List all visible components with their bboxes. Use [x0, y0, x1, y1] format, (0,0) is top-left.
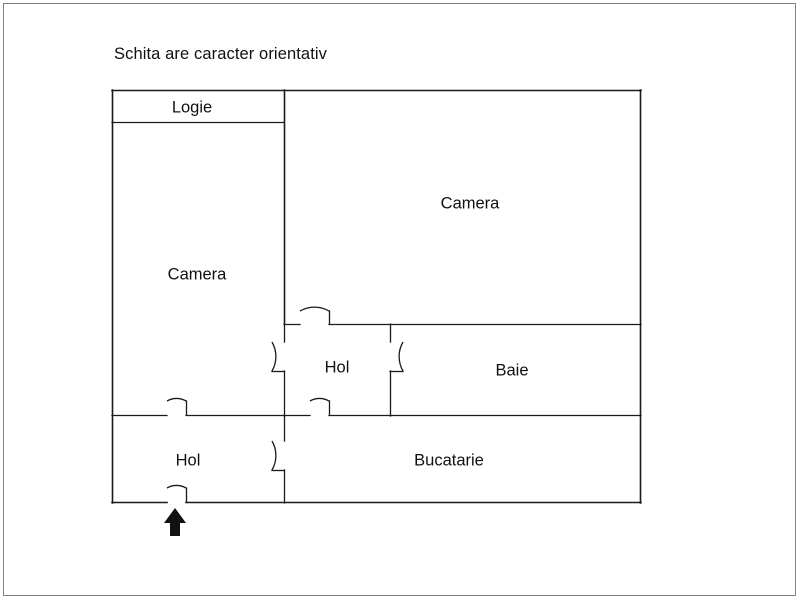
door-hol-mid-north-icon: [299, 306, 330, 312]
page-border: Schita are caracter orientativ: [3, 3, 796, 596]
door-hol-mid-to-baie-icon: [398, 341, 404, 372]
room-label-baie: Baie: [495, 361, 528, 379]
door-hol-mid-south-icon: [309, 397, 330, 402]
door-entrance-icon: [166, 484, 187, 489]
room-label-camera-right: Camera: [441, 194, 501, 212]
room-label-bucatarie: Bucatarie: [414, 451, 484, 469]
entrance-arrow-icon: [164, 508, 186, 536]
door-hol-mid-west-icon: [271, 341, 277, 372]
door-bucatarie-west-icon: [271, 440, 277, 471]
plan-title-note: Schita are caracter orientativ: [114, 45, 328, 63]
room-label-logie: Logie: [172, 98, 212, 116]
room-label-hol-entry: Hol: [176, 451, 201, 469]
room-label-camera-left: Camera: [168, 265, 228, 283]
room-label-hol-mid: Hol: [325, 358, 350, 376]
door-camera-left-to-hol-entry-icon: [166, 397, 187, 402]
floorplan-drawing: Logie Camera Camera Hol Baie Hol Bucatar…: [111, 89, 642, 536]
